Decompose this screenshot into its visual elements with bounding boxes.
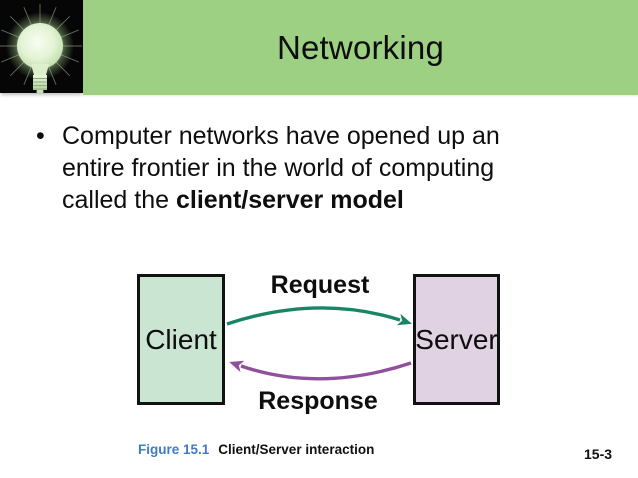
bullet-line-3: called the client/server model <box>62 184 500 216</box>
bullet-marker: • <box>36 122 45 150</box>
bullet-line-2: entire frontier in the world of computin… <box>62 154 495 182</box>
figure-caption: Figure 15.1 Client/Server interaction <box>138 442 374 457</box>
page-number: 15-3 <box>584 446 613 462</box>
bullet-line-1: Computer networks have opened up an <box>62 122 500 150</box>
slide-header: Networking <box>83 0 638 95</box>
response-label: Response <box>258 387 378 415</box>
figure-number: Figure 15.1 <box>138 442 210 457</box>
client-box: Client <box>137 274 225 405</box>
bullet-line-3-bold-term: client/server model <box>175 186 404 214</box>
response-arrow <box>229 360 412 381</box>
request-arrow <box>226 306 412 326</box>
lightbulb-icon <box>0 0 83 93</box>
figure-caption-text: Client/Server interaction <box>218 442 375 457</box>
server-box: Server <box>413 274 500 405</box>
request-label: Request <box>270 271 370 299</box>
bullet-line-3-prefix: called the <box>62 186 176 214</box>
server-box-label: Server <box>415 323 498 355</box>
bullet-text: Computer networks have opened up an enti… <box>62 120 500 216</box>
slide-title: Networking <box>276 28 445 66</box>
client-box-label: Client <box>145 323 217 355</box>
bullet-item: • Computer networks have opened up an en… <box>36 120 596 216</box>
